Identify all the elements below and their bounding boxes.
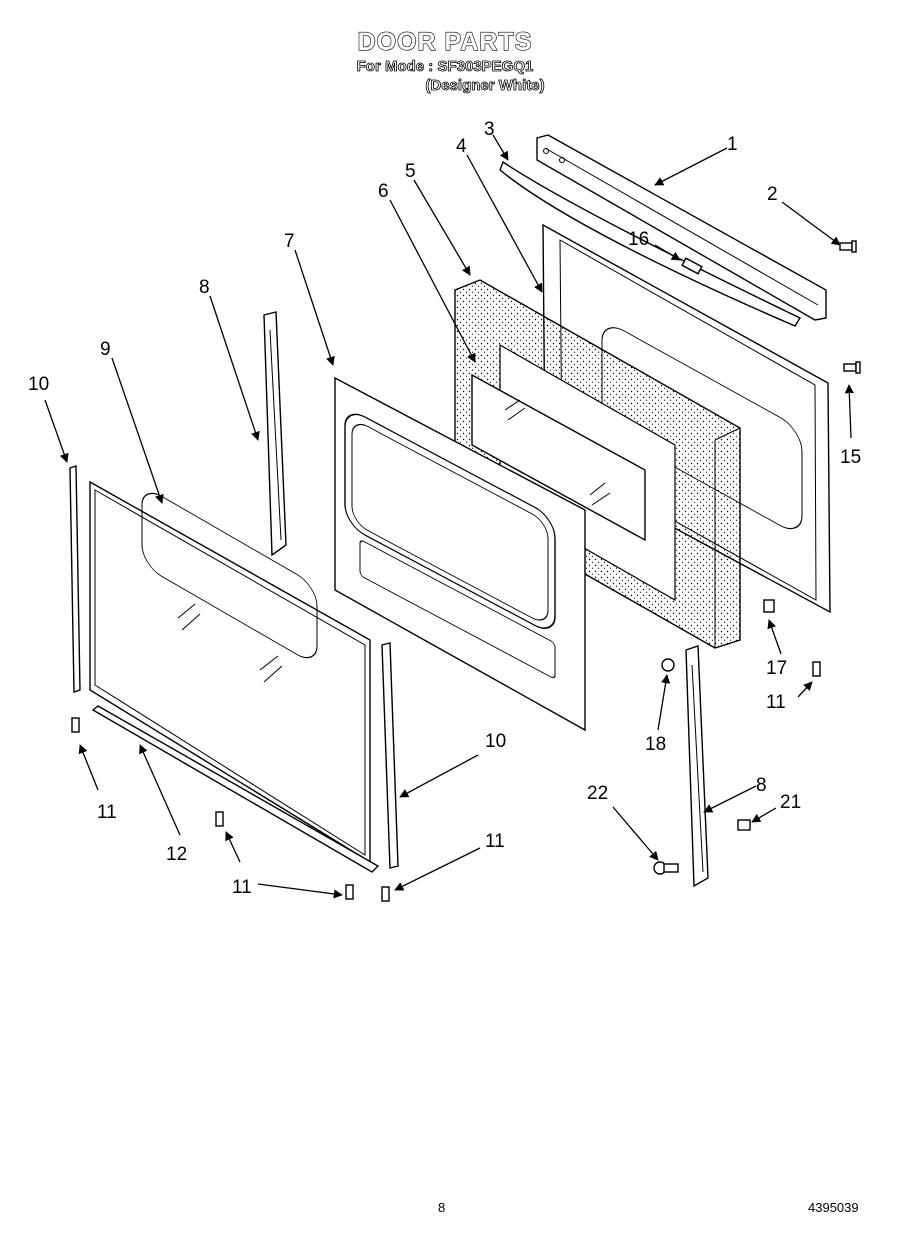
document-number: 4395039 — [808, 1200, 859, 1215]
screw-part-2 — [839, 240, 857, 253]
right-door-trim — [381, 642, 399, 869]
leader-lines — [44, 134, 854, 899]
door-liner — [334, 376, 586, 732]
left-hinge-part-8 — [263, 311, 287, 557]
callout-12: 12 — [166, 844, 187, 865]
left-door-trim — [69, 465, 81, 693]
callout-4: 4 — [456, 136, 467, 157]
callout-11a: 11 — [766, 692, 786, 713]
plug-part-18 — [661, 658, 675, 672]
screw-part-15 — [843, 361, 861, 374]
bottom-door-trim — [91, 705, 380, 873]
door-label — [681, 257, 703, 275]
callout-2: 2 — [767, 184, 778, 205]
callout-21: 21 — [780, 792, 801, 813]
callout-17: 17 — [766, 658, 787, 679]
callout-7: 7 — [284, 231, 295, 252]
callout-11d: 11 — [232, 877, 252, 898]
callout-18: 18 — [645, 734, 666, 755]
callout-8b: 8 — [756, 775, 767, 796]
callout-11c: 11 — [97, 802, 117, 823]
page-title: DOOR PARTS — [357, 27, 533, 56]
callout-3: 3 — [484, 119, 495, 140]
screw-part-11 — [71, 661, 821, 902]
model-line: For Mode : SF303PEGQ1 — [356, 58, 534, 76]
callout-16: 16 — [628, 229, 649, 250]
right-hinge-part-8 — [685, 645, 709, 888]
callout-1: 1 — [727, 134, 738, 155]
page-number: 8 — [438, 1200, 446, 1215]
variant-line: (Designer White) — [425, 77, 545, 95]
callout-22: 22 — [587, 783, 608, 804]
callout-5: 5 — [405, 161, 416, 182]
callout-11b: 11 — [485, 831, 505, 852]
screw-part-22 — [653, 861, 679, 875]
vent-baffle — [499, 160, 802, 327]
outer-door-glass — [89, 480, 371, 864]
callout-10a: 10 — [28, 374, 49, 395]
top-door-trim — [536, 134, 827, 321]
clip-part-21 — [737, 819, 751, 831]
clip-part-17 — [763, 599, 775, 613]
callout-labels: 1 2 3 4 5 6 7 8 9 10 16 15 17 11 18 8 22… — [28, 119, 861, 898]
callout-9: 9 — [100, 339, 111, 360]
callout-15: 15 — [840, 447, 861, 468]
callout-10b: 10 — [485, 731, 506, 752]
callout-8a: 8 — [199, 277, 210, 298]
callout-6: 6 — [378, 181, 389, 202]
inner-window-glass — [471, 373, 646, 542]
